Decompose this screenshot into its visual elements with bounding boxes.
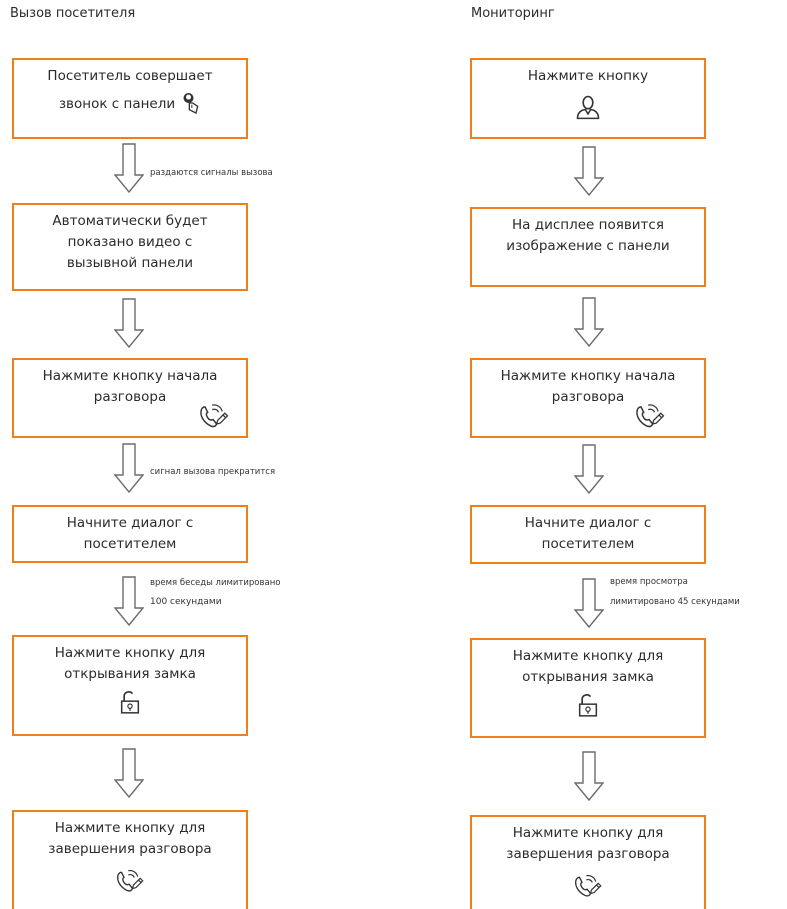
right-step-2-line1: На дисплее появится bbox=[512, 217, 664, 233]
right-step-4-line2: посетителем bbox=[541, 536, 635, 552]
left-step-5-box: Нажмите кнопку для открывания замка bbox=[12, 635, 248, 736]
left-arrow-5 bbox=[114, 745, 144, 801]
left-arrow-1 bbox=[114, 143, 144, 193]
left-step-1-line2: звонок с панели bbox=[58, 96, 176, 112]
left-step-5-line2: открывания замка bbox=[64, 666, 196, 682]
left-step-2-line1: Автоматически будет bbox=[52, 213, 208, 229]
right-step-3-line2: разговора bbox=[551, 389, 625, 405]
right-arrow-4 bbox=[574, 573, 604, 633]
right-note-4b: лимитировано 45 секундами bbox=[610, 597, 740, 607]
left-arrow-4 bbox=[114, 573, 144, 629]
right-step-5-line2: открывания замка bbox=[522, 669, 654, 685]
left-step-2-line2: показано видео с bbox=[67, 234, 193, 250]
left-step-3-line2: разговора bbox=[93, 389, 167, 405]
left-column-title: Вызов посетителя bbox=[10, 6, 136, 21]
start-call-handset-icon bbox=[196, 400, 232, 430]
left-arrow-2 bbox=[114, 298, 144, 348]
right-arrow-1 bbox=[574, 146, 604, 196]
right-arrow-3 bbox=[574, 444, 604, 494]
left-note-1: раздаются сигналы вызова bbox=[150, 168, 273, 178]
left-step-1-line1: Посетитель совершает bbox=[47, 68, 213, 84]
right-step-3-box: Нажмите кнопку начала разговора bbox=[470, 358, 706, 438]
right-step-1-box: Нажмите кнопку bbox=[470, 58, 706, 139]
right-step-6-line1: Нажмите кнопку для bbox=[512, 825, 664, 841]
right-column-title: Мониторинг bbox=[471, 6, 555, 21]
left-step-6-line1: Нажмите кнопку для bbox=[54, 820, 206, 836]
right-step-4-box: Начните диалог с посетителем bbox=[470, 505, 706, 564]
right-step-5-line1: Нажмите кнопку для bbox=[512, 648, 664, 664]
left-note-3: сигнал вызова прекратится bbox=[150, 467, 276, 477]
end-call-handset-icon bbox=[113, 866, 147, 894]
right-step-4-line1: Начните диалог с bbox=[524, 515, 652, 531]
visitor-press-icon bbox=[181, 91, 201, 115]
left-step-2-box: Автоматически будет показано видео с выз… bbox=[12, 203, 248, 291]
left-note-4a: время беседы лимитировано bbox=[150, 578, 281, 588]
right-step-6-line2: завершения разговора bbox=[506, 846, 670, 862]
left-note-4b: 100 секундами bbox=[150, 597, 222, 607]
right-step-2-box: На дисплее появится изображение с панели bbox=[470, 207, 706, 287]
end-call-handset-icon-right bbox=[571, 871, 605, 899]
right-arrow-2 bbox=[574, 297, 604, 347]
right-step-6-box: Нажмите кнопку для завершения разговора bbox=[470, 815, 706, 909]
right-step-5-box: Нажмите кнопку для открывания замка bbox=[470, 638, 706, 738]
left-step-6-box: Нажмите кнопку для завершения разговора bbox=[12, 810, 248, 909]
left-step-4-box: Начните диалог с посетителем bbox=[12, 505, 248, 563]
left-step-1-box: Посетитель совершает звонок с панели bbox=[12, 58, 248, 139]
left-step-6-line2: завершения разговора bbox=[48, 841, 212, 857]
left-step-3-line1: Нажмите кнопку начала bbox=[42, 368, 218, 384]
unlock-icon bbox=[120, 689, 140, 715]
start-call-handset-icon-right bbox=[632, 400, 668, 430]
unlock-icon-right bbox=[578, 692, 598, 718]
left-step-3-box: Нажмите кнопку начала разговора bbox=[12, 358, 248, 438]
right-note-4a: время просмотра bbox=[610, 577, 688, 587]
right-step-1-line1: Нажмите кнопку bbox=[527, 68, 649, 84]
right-step-2-line2: изображение с панели bbox=[506, 238, 670, 254]
left-arrow-3 bbox=[114, 443, 144, 493]
left-step-5-line1: Нажмите кнопку для bbox=[54, 645, 206, 661]
right-step-3-line1: Нажмите кнопку начала bbox=[500, 368, 676, 384]
left-step-4-line1: Начните диалог с bbox=[66, 515, 194, 531]
left-step-2-line3: вызывной панели bbox=[66, 255, 194, 271]
left-step-4-line2: посетителем bbox=[83, 536, 177, 552]
right-arrow-5 bbox=[574, 748, 604, 804]
user-icon bbox=[574, 93, 602, 121]
